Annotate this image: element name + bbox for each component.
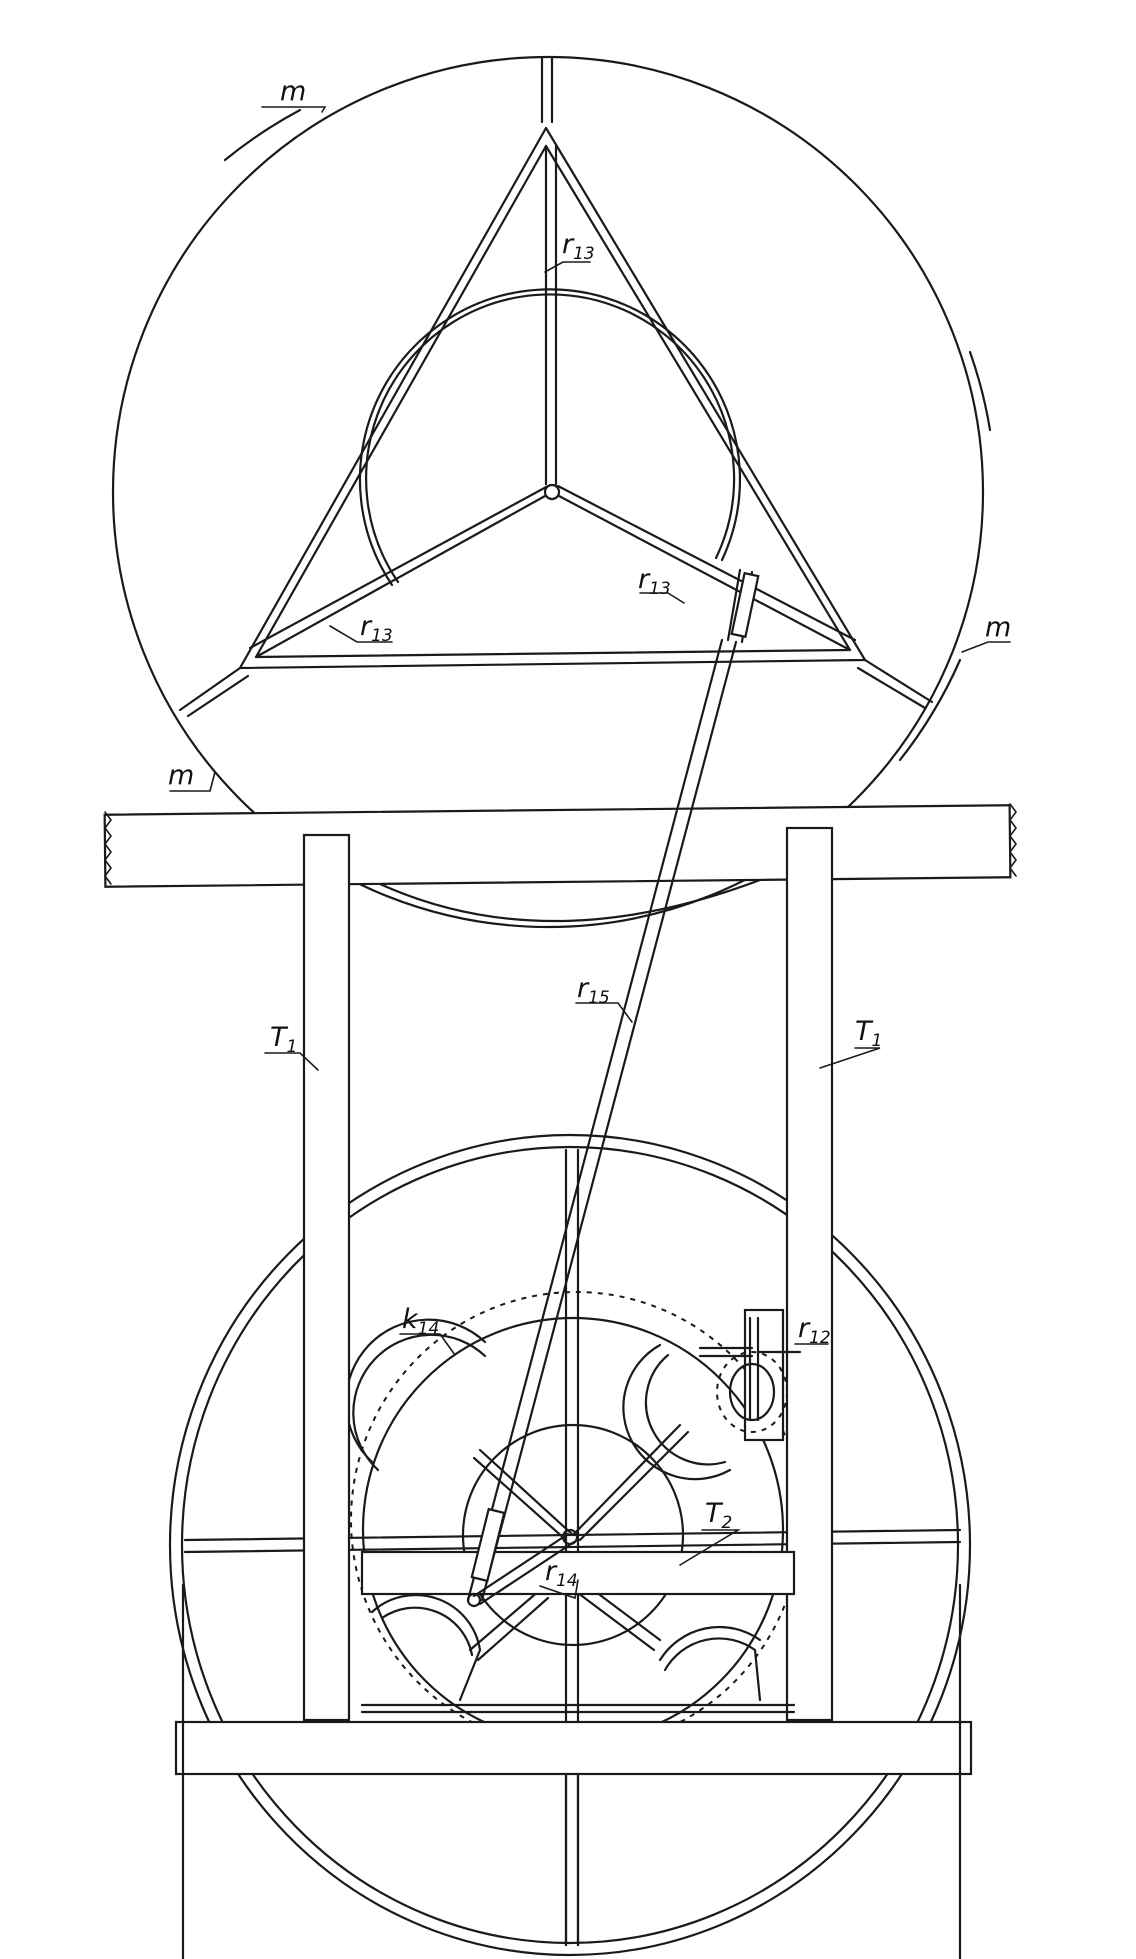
upper-triangle-frame-inner bbox=[254, 144, 852, 659]
cross-beam-body bbox=[103, 804, 1012, 888]
inner-spoke-sw bbox=[468, 1588, 550, 1662]
bracket-r12-pulley-inner bbox=[728, 1362, 776, 1422]
bracket-r12 bbox=[698, 1308, 802, 1442]
link-r14 bbox=[466, 1528, 579, 1608]
leader-m-left bbox=[169, 771, 216, 792]
bottom-beam bbox=[174, 1583, 973, 1959]
leader-t1-left bbox=[264, 1052, 319, 1071]
label-r13-right: r13 bbox=[638, 564, 671, 599]
break-line-right bbox=[1009, 803, 1017, 877]
leader-m-top bbox=[261, 106, 327, 113]
break-line-left bbox=[104, 811, 112, 885]
bracket-r12-shaft bbox=[748, 1316, 760, 1422]
label-r15: r15 bbox=[577, 973, 610, 1008]
bracket-r12-pulley bbox=[716, 1351, 788, 1433]
labels: m m m r13 r13 r13 r15 T1 T1 k14 r12 T2 r… bbox=[168, 76, 1011, 1591]
cross-beam bbox=[103, 803, 1017, 923]
lobe-bottom-left bbox=[370, 1593, 482, 1702]
label-r13-top: r13 bbox=[562, 229, 595, 264]
label-r12: r12 bbox=[798, 1313, 831, 1348]
lobe-bottom-right bbox=[658, 1625, 762, 1702]
leaders bbox=[169, 106, 1011, 1600]
label-r13-left: r13 bbox=[360, 611, 393, 646]
upper-spoke-top bbox=[540, 56, 554, 124]
bracket-r12-crank bbox=[698, 1346, 754, 1358]
leader-r13-right bbox=[639, 592, 685, 604]
leader-m-right bbox=[961, 641, 1011, 653]
gear-pitch-circle bbox=[350, 1291, 802, 1749]
inner-spoke-ne bbox=[571, 1423, 690, 1542]
leader-r15 bbox=[575, 1002, 633, 1023]
label-t1-left: T1 bbox=[270, 1022, 297, 1057]
rod-r15-body bbox=[466, 638, 738, 1602]
label-r14: r14 bbox=[545, 1556, 578, 1591]
upper-spoke-left bbox=[178, 666, 250, 718]
label-m-top: m bbox=[280, 76, 306, 107]
legs bbox=[302, 826, 834, 1722]
link-r14-pivot-low bbox=[466, 1592, 482, 1608]
label-m-left: m bbox=[168, 760, 194, 791]
lower-frame-sill bbox=[360, 1703, 796, 1714]
leader-k14 bbox=[399, 1333, 456, 1356]
bottom-spoke bbox=[564, 1772, 580, 1947]
bottom-beam-body bbox=[174, 1720, 973, 1776]
upper-rim-below-beam bbox=[378, 878, 762, 923]
upper-wheel-rim-segment bbox=[968, 350, 992, 432]
leader-r13-top bbox=[544, 261, 591, 273]
inner-bar-t2 bbox=[360, 1550, 796, 1714]
upper-wheel-rim-segment bbox=[898, 658, 962, 762]
left-leg-t1 bbox=[302, 833, 351, 1722]
upper-wheel-rim bbox=[111, 55, 985, 929]
upper-inner-spoke-right bbox=[556, 484, 857, 652]
leader-r14 bbox=[539, 1579, 579, 1600]
leader-t2 bbox=[679, 1529, 741, 1566]
lower-wheel-rim-inner bbox=[180, 1145, 960, 1945]
upper-triangle-frame bbox=[238, 126, 867, 670]
upper-inner-spoke-left bbox=[248, 484, 550, 659]
upper-spoke-right bbox=[856, 658, 934, 710]
inner-spoke-nw bbox=[472, 1448, 575, 1542]
link-r14-body bbox=[472, 1532, 576, 1606]
lobe-top-left bbox=[344, 1318, 487, 1472]
upper-hub bbox=[543, 483, 561, 501]
upper-inner-ring bbox=[358, 288, 742, 587]
upper-inner-spoke-up bbox=[544, 144, 558, 486]
rod-r15-sleeve-top bbox=[730, 571, 760, 639]
leader-t1-right bbox=[819, 1047, 881, 1069]
label-t2: T2 bbox=[705, 1498, 732, 1533]
inner-hub-ring bbox=[461, 1423, 685, 1647]
leader-r13-left bbox=[329, 625, 393, 643]
lobe-top-right bbox=[622, 1343, 732, 1481]
label-t1-right: T1 bbox=[855, 1016, 882, 1051]
rod-r15 bbox=[466, 568, 760, 1602]
bracket-r12-frame bbox=[743, 1308, 785, 1442]
upper-inner-ring-2 bbox=[364, 293, 736, 584]
rod-r15-lower-sleeve bbox=[470, 1507, 506, 1583]
label-k14: k14 bbox=[402, 1304, 439, 1339]
lower-wheel-rim-outer bbox=[168, 1133, 972, 1957]
upper-wheel-rim-segment bbox=[223, 108, 302, 162]
upper-wheel bbox=[111, 55, 992, 929]
label-m-right: m bbox=[985, 612, 1011, 643]
inner-bar-t2-body bbox=[360, 1550, 796, 1596]
link-r14-pivot-hub bbox=[561, 1528, 579, 1546]
